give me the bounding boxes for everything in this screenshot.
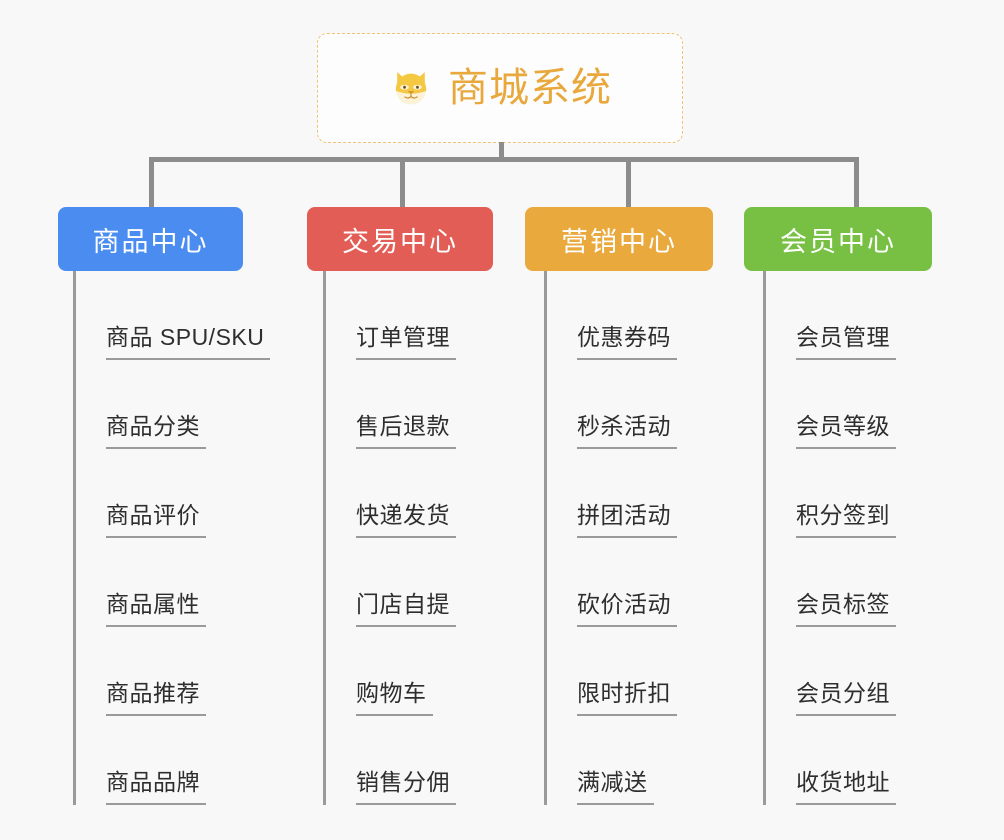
leaf-label: 收货地址: [796, 771, 896, 805]
leaf-label: 购物车: [356, 682, 433, 716]
category-box-1[interactable]: 商品中心: [58, 207, 243, 271]
branch-trunk: [544, 271, 547, 805]
root-title: 商城系统: [448, 66, 612, 110]
category-box-3[interactable]: 营销中心: [525, 207, 713, 271]
connector-drop-3: [626, 157, 631, 209]
leaf-label: 积分签到: [796, 504, 896, 538]
leaf-item[interactable]: 商品推荐: [73, 627, 270, 716]
branch-column-1: 商品 SPU/SKU 商品分类商品评价商品属性商品推荐商品品牌: [73, 271, 271, 805]
leaf-item[interactable]: 优惠券码: [544, 271, 677, 360]
leaf-item[interactable]: 收货地址: [763, 716, 896, 805]
leaf-label: 商品 SPU/SKU: [106, 326, 271, 360]
leaf-label: 会员等级: [796, 415, 896, 449]
leaf-label: 优惠券码: [577, 326, 677, 360]
leaf-item[interactable]: 砍价活动: [544, 538, 677, 627]
leaf-item[interactable]: 会员等级: [763, 360, 896, 449]
leaf-label: 满减送: [577, 771, 654, 805]
leaf-label: 会员分组: [796, 682, 896, 716]
leaf-item[interactable]: 售后退款: [323, 360, 456, 449]
leaf-item[interactable]: 快递发货: [323, 449, 456, 538]
leaf-item[interactable]: 订单管理: [323, 271, 456, 360]
leaf-item[interactable]: 满减送: [544, 716, 677, 805]
branch-column-4: 会员管理会员等级积分签到会员标签会员分组收货地址: [763, 271, 896, 805]
category-label: 会员中心: [780, 226, 896, 257]
branch-column-2: 订单管理售后退款快递发货门店自提购物车销售分佣: [323, 271, 456, 805]
leaf-label: 砍价活动: [577, 593, 677, 627]
leaf-label: 会员管理: [796, 326, 896, 360]
leaf-item[interactable]: 商品品牌: [73, 716, 270, 805]
leaf-item[interactable]: 会员分组: [763, 627, 896, 716]
shiba-dog-icon: [388, 65, 434, 111]
leaf-label: 商品分类: [106, 415, 206, 449]
branch-column-3: 优惠券码秒杀活动拼团活动砍价活动限时折扣满减送: [544, 271, 677, 805]
leaf-item[interactable]: 秒杀活动: [544, 360, 677, 449]
category-label: 营销中心: [561, 226, 677, 257]
leaf-item[interactable]: 会员管理: [763, 271, 896, 360]
leaf-item[interactable]: 拼团活动: [544, 449, 677, 538]
leaf-item[interactable]: 商品分类: [73, 360, 270, 449]
connector-horizontal-bus: [149, 157, 857, 162]
leaf-label: 商品品牌: [106, 771, 206, 805]
leaf-item[interactable]: 销售分佣: [323, 716, 456, 805]
connector-drop-4: [854, 157, 859, 209]
leaf-label: 快递发货: [356, 504, 456, 538]
root-node[interactable]: 商城系统: [317, 33, 683, 143]
leaf-label: 门店自提: [356, 593, 456, 627]
leaf-label: 秒杀活动: [577, 415, 677, 449]
leaf-label: 商品属性: [106, 593, 206, 627]
leaf-item[interactable]: 限时折扣: [544, 627, 677, 716]
leaf-label: 商品推荐: [106, 682, 206, 716]
category-box-4[interactable]: 会员中心: [744, 207, 932, 271]
leaf-item[interactable]: 购物车: [323, 627, 456, 716]
leaf-item[interactable]: 商品评价: [73, 449, 270, 538]
category-label: 商品中心: [92, 226, 209, 257]
connector-drop-2: [400, 157, 405, 209]
leaf-item[interactable]: 门店自提: [323, 538, 456, 627]
branch-trunk: [763, 271, 766, 805]
leaf-label: 会员标签: [796, 593, 896, 627]
leaf-label: 销售分佣: [356, 771, 456, 805]
branch-trunk: [73, 271, 76, 805]
connector-drop-1: [149, 157, 154, 209]
connector-root-stem: [499, 142, 504, 162]
leaf-label: 订单管理: [356, 326, 456, 360]
leaf-label: 限时折扣: [577, 682, 677, 716]
category-box-2[interactable]: 交易中心: [307, 207, 493, 271]
branch-trunk: [323, 271, 326, 805]
category-label: 交易中心: [342, 226, 458, 257]
leaf-label: 商品评价: [106, 504, 206, 538]
leaf-item[interactable]: 积分签到: [763, 449, 896, 538]
leaf-item[interactable]: 会员标签: [763, 538, 896, 627]
leaf-item[interactable]: 商品属性: [73, 538, 270, 627]
leaf-label: 售后退款: [356, 415, 456, 449]
leaf-item[interactable]: 商品 SPU/SKU: [73, 271, 271, 360]
leaf-label: 拼团活动: [577, 504, 677, 538]
